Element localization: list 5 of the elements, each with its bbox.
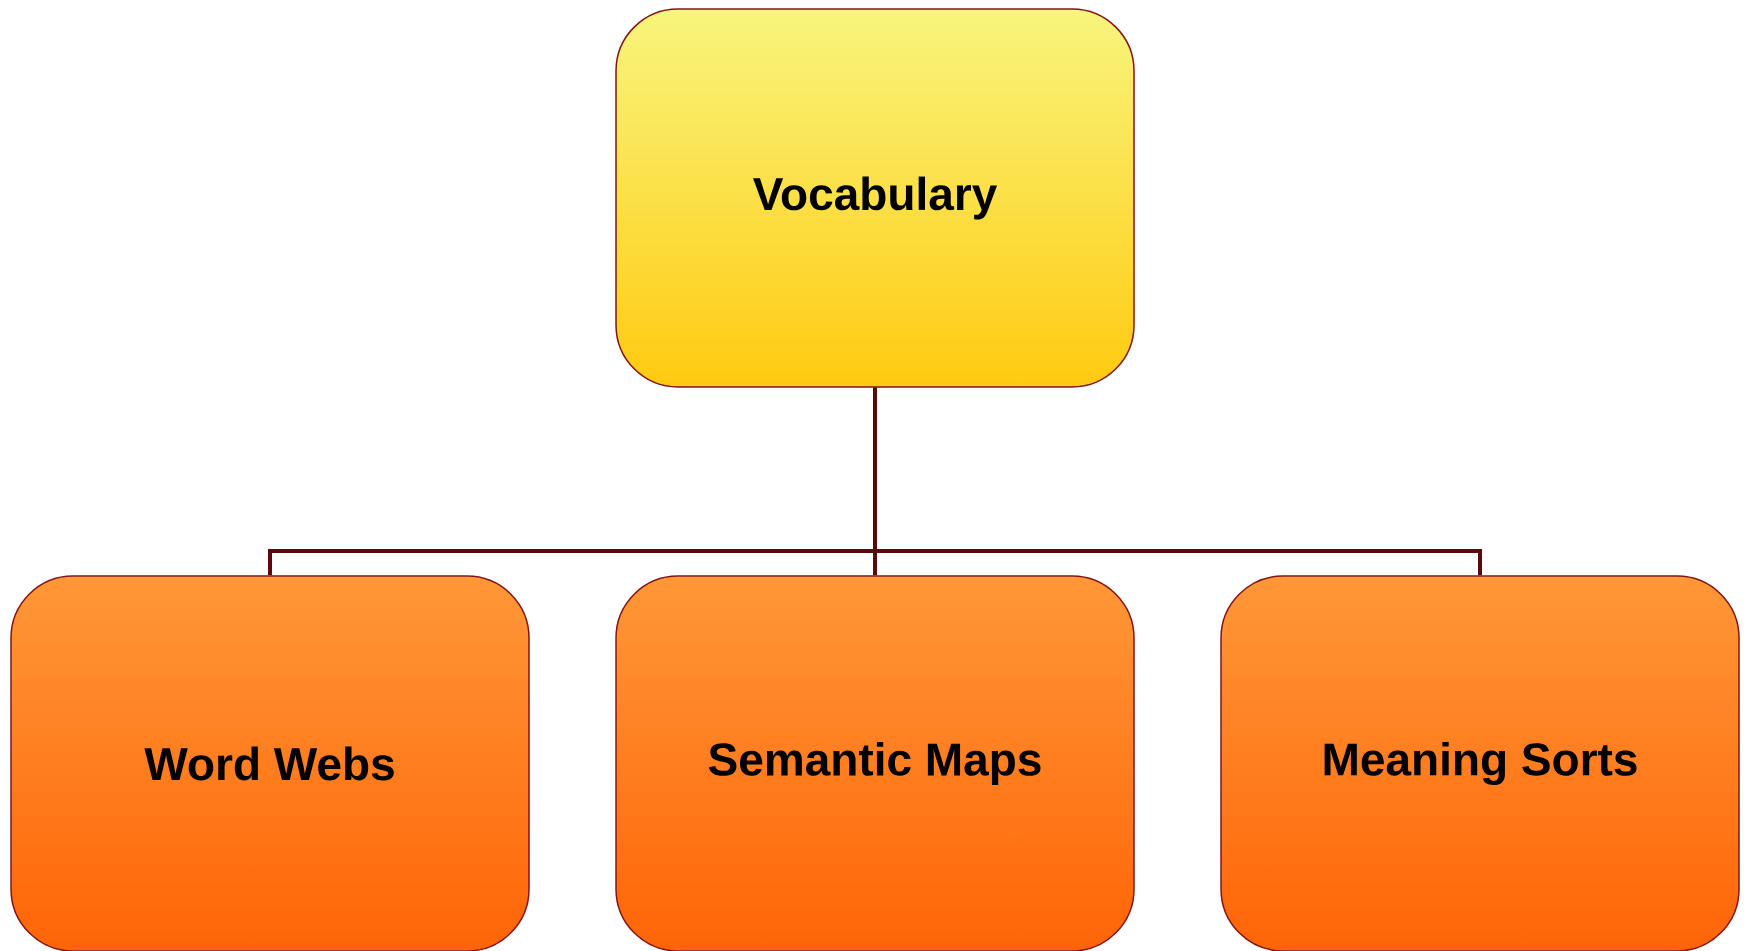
rounded-box: Word Webs [10,575,530,951]
rounded-box: Semantic Maps [615,575,1135,951]
connector-line [873,387,1482,576]
rounded-box: Vocabulary [615,8,1135,388]
rounded-box: Meaning Sorts [1220,575,1740,951]
